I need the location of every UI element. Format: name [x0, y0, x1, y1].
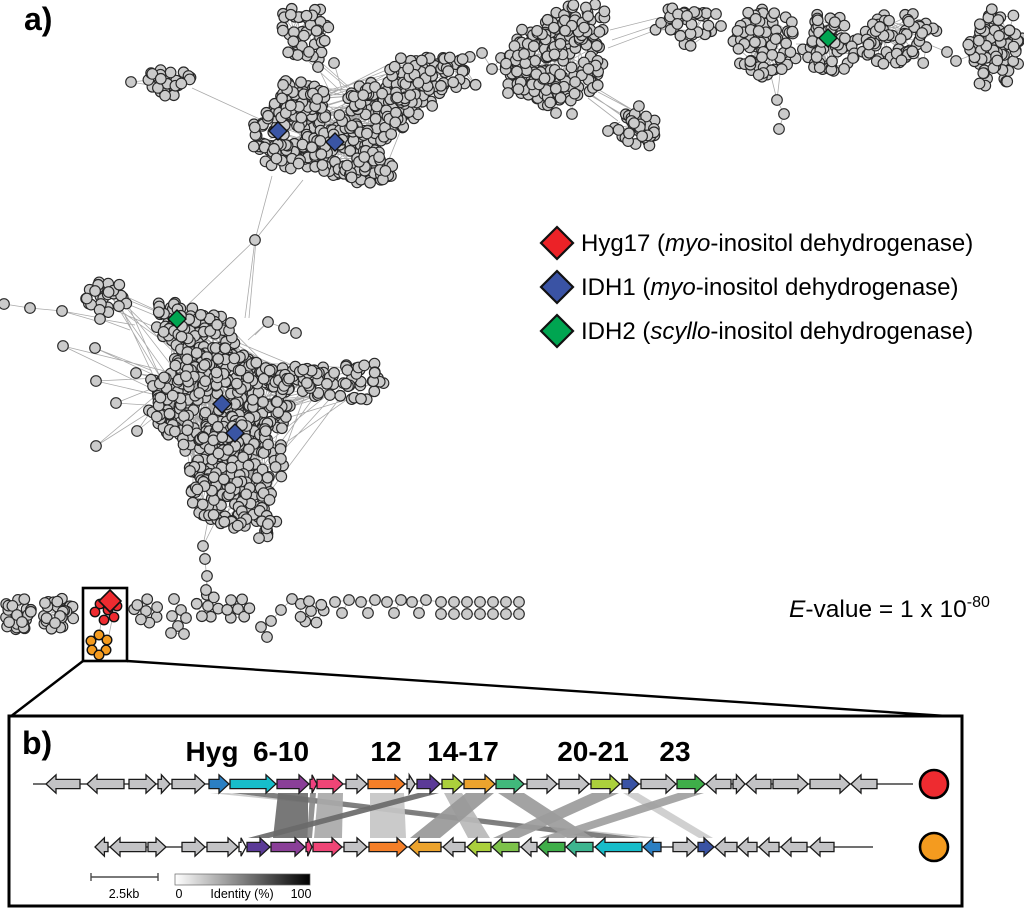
svg-text:14-17: 14-17	[427, 736, 499, 767]
svg-text:E-value = 1 x 10-80: E-value = 1 x 10-80	[789, 594, 990, 623]
svg-text:23: 23	[659, 736, 690, 767]
svg-text:Hyg: Hyg	[186, 736, 239, 767]
svg-text:100: 100	[291, 887, 312, 901]
svg-text:0: 0	[176, 887, 183, 901]
svg-text:20-21: 20-21	[557, 736, 629, 767]
svg-text:12: 12	[370, 736, 401, 767]
svg-text:6-10: 6-10	[253, 736, 309, 767]
svg-text:a): a)	[24, 1, 52, 37]
svg-text:2.5kb: 2.5kb	[109, 887, 140, 901]
svg-text:IDH1 (myo-inositol dehydrogena: IDH1 (myo-inositol dehydrogenase)	[581, 274, 959, 301]
svg-text:b): b)	[22, 725, 52, 761]
svg-text:Hyg17 (myo-inositol dehydrogen: Hyg17 (myo-inositol dehydrogenase)	[581, 230, 973, 257]
svg-text:IDH2 (scyllo-inositol dehydrog: IDH2 (scyllo-inositol dehydrogenase)	[581, 318, 973, 345]
svg-text:Identity (%): Identity (%)	[210, 887, 273, 901]
